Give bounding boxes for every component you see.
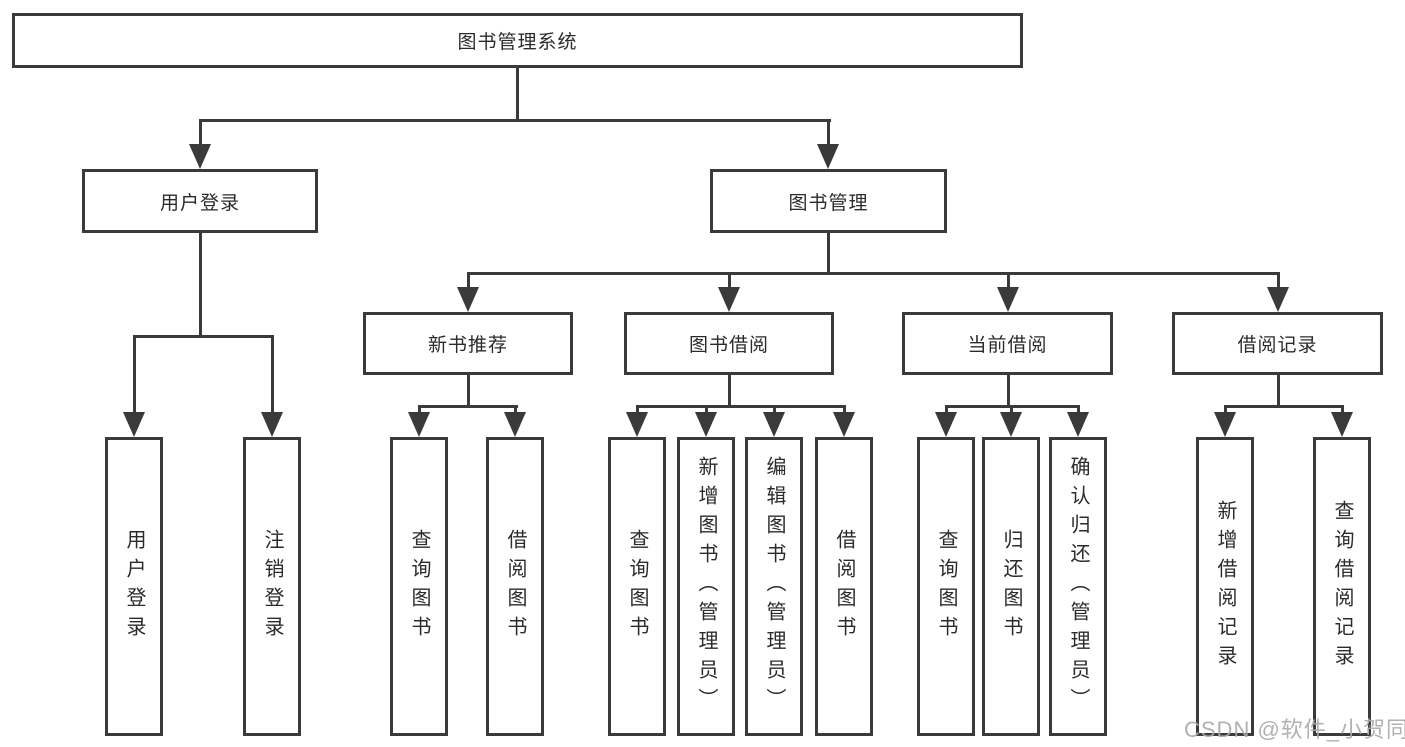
arrowhead	[1267, 287, 1289, 312]
connector-line	[945, 405, 948, 413]
node-leaf-query-books-newrec: 查询图书	[390, 437, 448, 736]
connector-line	[199, 119, 202, 146]
connector-line	[514, 405, 517, 413]
arrowhead	[817, 144, 839, 169]
node-leaf-query-books-current: 查询图书	[917, 437, 975, 736]
connector-line	[467, 375, 470, 405]
connector-line	[1010, 405, 1013, 413]
connector-line	[1341, 405, 1344, 413]
node-new-book-recommend: 新书推荐	[363, 312, 573, 375]
arrowhead	[504, 412, 526, 437]
csdn-watermark: CSDN @软件_小贺同学	[1184, 717, 1405, 742]
arrowhead	[1331, 412, 1353, 437]
connector-line	[271, 335, 274, 413]
arrowhead	[935, 412, 957, 437]
connector-line	[1224, 405, 1227, 413]
connector-line	[1277, 272, 1280, 288]
connector-line	[843, 405, 846, 413]
connector-line	[1007, 375, 1010, 405]
node-leaf-add-borrow-record: 新增借阅记录	[1196, 437, 1254, 736]
connector-line	[1224, 405, 1344, 408]
connector-line	[1077, 405, 1080, 413]
connector-line	[1277, 375, 1280, 405]
connector-line	[467, 272, 1280, 275]
arrowhead	[833, 412, 855, 437]
connector-line	[1007, 272, 1010, 288]
arrowhead	[123, 412, 145, 437]
connector-line	[827, 233, 830, 272]
connector-line	[418, 405, 421, 413]
connector-line	[773, 405, 776, 413]
arrowhead	[457, 287, 479, 312]
arrowhead	[1067, 412, 1089, 437]
connector-line	[516, 68, 519, 119]
connector-line	[636, 405, 639, 413]
node-book-borrowing: 图书借阅	[624, 312, 834, 375]
node-borrow-records: 借阅记录	[1172, 312, 1383, 375]
connector-line	[636, 405, 846, 408]
connector-line	[467, 272, 470, 288]
node-leaf-user-login: 用户登录	[105, 437, 163, 736]
arrowhead	[1000, 412, 1022, 437]
node-leaf-borrow-books-borrowing: 借阅图书	[815, 437, 873, 736]
node-leaf-edit-books-admin: 编辑图书（管理员）	[745, 437, 803, 736]
connector-line	[705, 405, 708, 413]
connector-line	[133, 335, 274, 338]
node-leaf-return-books: 归还图书	[982, 437, 1040, 736]
arrowhead	[718, 287, 740, 312]
node-user-login-branch: 用户登录	[82, 169, 318, 233]
node-root-system: 图书管理系统	[12, 13, 1023, 68]
connector-line	[728, 272, 731, 288]
connector-line	[133, 335, 136, 413]
arrowhead	[763, 412, 785, 437]
node-leaf-logout: 注销登录	[243, 437, 301, 736]
arrowhead	[997, 287, 1019, 312]
connector-line	[418, 405, 518, 408]
node-leaf-confirm-return-admin: 确认归还（管理员）	[1049, 437, 1107, 736]
arrowhead	[408, 412, 430, 437]
arrowhead	[1214, 412, 1236, 437]
node-leaf-add-books-admin: 新增图书（管理员）	[677, 437, 735, 736]
arrowhead	[626, 412, 648, 437]
node-leaf-query-books-borrowing: 查询图书	[608, 437, 666, 736]
arrowhead	[261, 412, 283, 437]
connector-line	[199, 233, 202, 335]
node-book-management-branch: 图书管理	[710, 169, 947, 233]
node-leaf-borrow-books-newrec: 借阅图书	[486, 437, 544, 736]
node-leaf-query-borrow-record: 查询借阅记录	[1313, 437, 1371, 736]
connector-line	[728, 375, 731, 405]
node-current-borrowing: 当前借阅	[902, 312, 1113, 375]
connector-line	[199, 119, 831, 122]
arrowhead	[189, 144, 211, 169]
arrowhead	[695, 412, 717, 437]
connector-line	[827, 119, 830, 146]
